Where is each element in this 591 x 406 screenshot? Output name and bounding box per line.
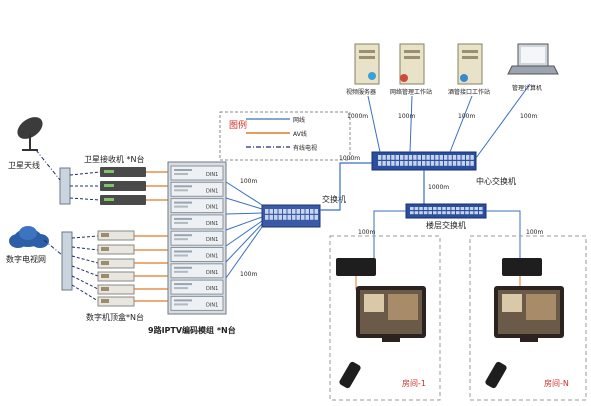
cable-tv-label: 数字电视网: [6, 254, 46, 264]
core-switch-label: 中心交换机: [476, 176, 516, 186]
encoder-module-label: DIN1: [206, 205, 218, 211]
floor-switch-label: 楼层交换机: [426, 220, 466, 230]
satellite-receiver: [69, 195, 146, 205]
satellite-splitter: [59, 167, 71, 205]
encoder-module-label: DIN1: [206, 254, 218, 260]
video-server-label: 视频服务器: [346, 88, 376, 96]
cloud-icon: [9, 226, 49, 248]
mon-ws-speed: 100m: [458, 113, 475, 120]
management-pc: 管理计算机: [507, 43, 559, 92]
video-server: 视频服务器: [346, 43, 380, 96]
set-top-box: [71, 230, 135, 241]
floor-switch: [405, 203, 487, 219]
core-switch: [371, 151, 477, 171]
encoder-uplinks: [225, 181, 263, 279]
legend: 图例 网线 AV线 有线电视: [219, 111, 351, 161]
net-ws-speed: 100m: [398, 113, 415, 120]
room1-speed: 100m: [358, 229, 375, 236]
catv-splitter: [61, 231, 73, 291]
server-uplinks: [367, 83, 531, 159]
encoder-module: DIN1: [170, 165, 224, 181]
set-top-box: [71, 255, 135, 269]
satellite-receivers-label: 卫星接收机 *N台: [84, 154, 145, 164]
room-n-boundary: [469, 235, 587, 401]
satellite-antenna: 卫星天线: [8, 117, 43, 170]
remote-control-icon: [485, 361, 507, 389]
encoder-module: DIN1: [170, 230, 224, 246]
monitoring-workstation-label: 酒管接口工作站: [448, 88, 490, 96]
laptop-icon: [507, 43, 559, 75]
floor-roomN-link: [486, 210, 521, 246]
room-n: 房间-N: [469, 235, 587, 401]
legend-title: 图例: [229, 119, 247, 131]
encoder-module: DIN1: [170, 214, 224, 230]
switch: [261, 204, 321, 228]
av-cables: [134, 171, 170, 302]
encoder-module: DIN1: [170, 181, 224, 197]
encoder-switch-speed-top: 100m: [240, 178, 257, 185]
room-1-boundary: [329, 235, 441, 401]
encoder-module-label: DIN1: [206, 172, 218, 178]
floor-room1-link: [373, 210, 406, 246]
set-top-boxes-label: 数字机顶盒*N台: [86, 312, 144, 322]
encoder-switch-speed-bottom: 100m: [240, 271, 257, 278]
legend-network-label: 网线: [293, 116, 305, 124]
monitoring-workstation: 酒管接口工作站: [448, 43, 490, 96]
network-workstation: 网络管理工作站: [390, 43, 432, 96]
encoder-module-label: DIN1: [206, 188, 218, 194]
room-n-set-top-box: [502, 258, 542, 276]
switch-label: 交换机: [322, 194, 346, 204]
server-tower-icon: [399, 43, 425, 85]
encoder-module-label: DIN1: [206, 286, 218, 292]
management-pc-label: 管理计算机: [512, 84, 542, 92]
server-tower-icon: [354, 43, 380, 85]
room-n-label: 房间-N: [544, 378, 569, 388]
satellite-receivers: [69, 167, 146, 205]
encoder-module-label: DIN1: [206, 302, 218, 308]
set-top-box: [71, 244, 135, 255]
set-top-boxes: [71, 230, 135, 307]
switch-core-uplink: [320, 162, 372, 211]
encoder-module: DIN1: [170, 247, 224, 262]
room-1-tv: [356, 286, 426, 342]
network-workstation-label: 网络管理工作站: [390, 88, 432, 96]
room-1: 房间-1: [329, 235, 441, 401]
server-speed: 1000m: [347, 113, 368, 120]
switch-core-speed: 1000m: [339, 155, 360, 162]
encoder-module: DIN1: [170, 279, 224, 295]
encoder-module-label: DIN1: [206, 237, 218, 243]
encoder-label: 9路IPTV编码模组 *N台: [148, 325, 236, 335]
remote-control-icon: [339, 361, 361, 389]
encoder-module-label: DIN1: [206, 221, 218, 227]
encoder-module: DIN1: [170, 198, 224, 214]
satellite-antenna-label: 卫星天线: [8, 160, 40, 170]
encoder-module: DIN1: [170, 295, 224, 311]
core-floor-speed: 1000m: [428, 184, 449, 191]
satellite-receiver: [69, 167, 146, 177]
satellite-dish-icon: [17, 117, 43, 139]
room-1-set-top-box: [336, 258, 376, 276]
satellite-receiver: [70, 181, 146, 191]
roomN-speed: 100m: [526, 229, 543, 236]
cable-tv-network: 数字电视网: [6, 226, 49, 264]
encoder-module-label: DIN1: [206, 270, 218, 276]
legend-catv-label: 有线电视: [293, 144, 317, 152]
legend-av-label: AV线: [293, 130, 307, 138]
server-tower-icon: [457, 43, 483, 85]
pc-speed: 100m: [520, 113, 537, 120]
floor-switch-body: [405, 203, 487, 219]
encoder-module: DIN1: [170, 263, 224, 279]
room-n-tv: [494, 286, 564, 342]
room-1-label: 房间-1: [402, 378, 426, 388]
